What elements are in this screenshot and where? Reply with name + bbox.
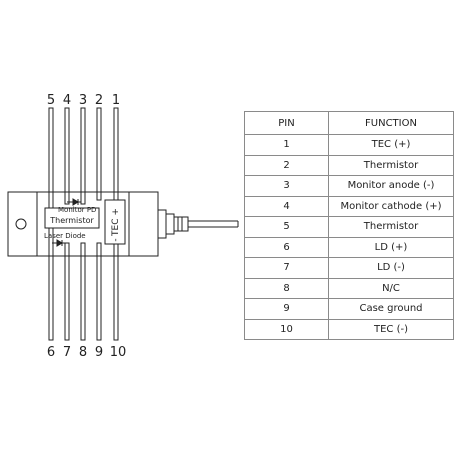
- mounting-hole-icon: [15, 218, 27, 230]
- function-cell: Thermistor: [328, 216, 454, 238]
- pin-number-bottom: 6: [47, 345, 55, 360]
- pin-number-top: 2: [95, 93, 103, 108]
- tec-box: [104, 199, 126, 245]
- function-cell: Thermistor: [328, 154, 454, 176]
- pin-lead-10: [113, 251, 119, 341]
- function-cell: Monitor cathode (+): [328, 195, 454, 217]
- pin-cell: 9: [244, 298, 329, 320]
- pin-lead-1: [113, 107, 119, 197]
- pin-cell: 7: [244, 257, 329, 279]
- pin-cell: 8: [244, 277, 329, 299]
- function-cell: TEC (+): [328, 134, 454, 156]
- top-pin-numbers: 5 4 3 2 1: [47, 93, 120, 108]
- function-cell: LD (+): [328, 236, 454, 258]
- pin-number-bottom: 8: [79, 345, 87, 360]
- tec-label: TEC +: [111, 208, 121, 237]
- pin-cell: 1: [244, 134, 329, 156]
- pin-number-bottom: 7: [63, 345, 71, 360]
- laser-diode-label: Laser Diode: [44, 232, 86, 240]
- thermistor-box: [44, 207, 100, 229]
- top-pin-leads: [48, 107, 119, 197]
- function-cell: TEC (-): [328, 318, 454, 340]
- function-cell: Monitor anode (-): [328, 175, 454, 197]
- function-cell: LD (-): [328, 257, 454, 279]
- pin-cell: 4: [244, 195, 329, 217]
- fiber-pigtail: [158, 209, 239, 239]
- pin-lead-6: [48, 251, 54, 341]
- function-cell: Case ground: [328, 298, 454, 320]
- pin-number-bottom: 10: [110, 345, 127, 360]
- bottom-pin-leads: [48, 251, 119, 341]
- pin-lead-4: [64, 107, 70, 197]
- pin-cell: 6: [244, 236, 329, 258]
- pin-lead-2: [96, 107, 102, 197]
- pin-lead-8: [80, 251, 86, 341]
- bottom-pin-numbers: 6 7 8 9 10: [47, 345, 126, 360]
- tec-minus-label: -: [111, 238, 121, 241]
- monitor-pd-icon: [72, 198, 79, 206]
- pin-number-top: 1: [112, 93, 120, 108]
- pin-cell: 3: [244, 175, 329, 197]
- function-header: FUNCTION: [328, 111, 454, 135]
- pin-cell: 2: [244, 154, 329, 176]
- pin-header: PIN: [244, 111, 329, 135]
- pin-lead-5: [48, 107, 54, 197]
- laser-diode-icon: [56, 239, 63, 247]
- pin-cell: 10: [244, 318, 329, 340]
- pin-number-bottom: 9: [95, 345, 103, 360]
- pin-number-top: 5: [47, 93, 55, 108]
- pin-lead-9: [96, 251, 102, 341]
- pin-lead-7: [64, 251, 70, 341]
- table-header-row: PIN FUNCTION: [244, 111, 454, 135]
- pin-number-top: 4: [63, 93, 71, 108]
- thermistor-label: Thermistor: [49, 216, 94, 225]
- pin-cell: 5: [244, 216, 329, 238]
- monitor-pd-label: Monitor PD: [58, 206, 96, 214]
- pin-number-top: 3: [79, 93, 87, 108]
- function-cell: N/C: [328, 277, 454, 299]
- pin-lead-3: [80, 107, 86, 197]
